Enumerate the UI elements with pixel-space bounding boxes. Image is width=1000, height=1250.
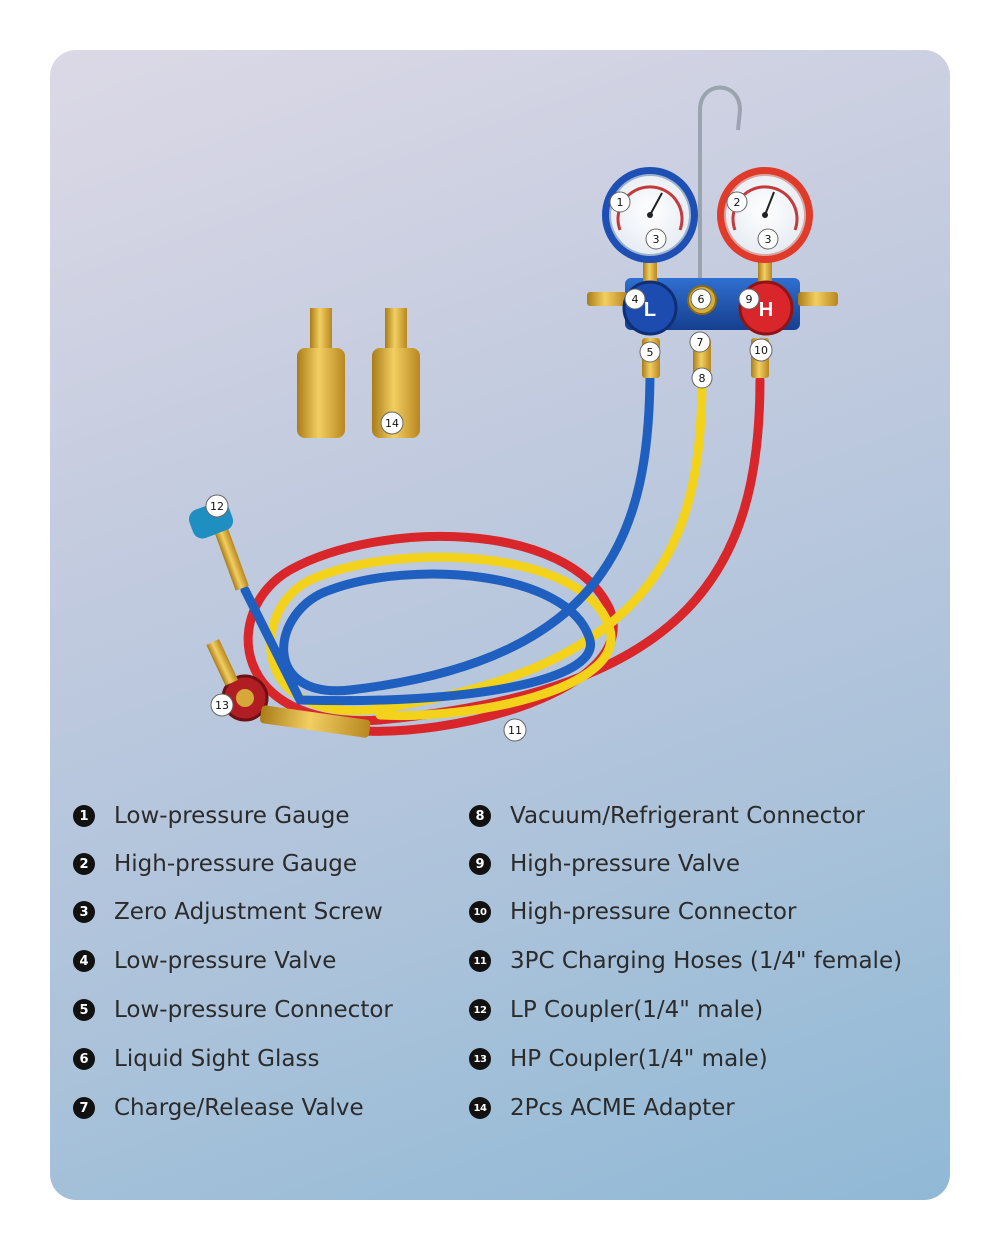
valve-low-letter: L — [644, 299, 656, 321]
high-pressure-gauge — [717, 167, 813, 263]
legend-item-4: 4 Low-pressure Valve — [73, 944, 336, 978]
svg-text:13: 13 — [215, 699, 229, 712]
legend-number: 10 — [469, 901, 491, 923]
callout-3b: 3 — [757, 228, 779, 250]
legend-item-7: 7 Charge/Release Valve — [73, 1091, 364, 1125]
callout-5: 5 — [639, 341, 661, 363]
callout-14: 14 — [380, 411, 404, 435]
svg-text:2: 2 — [734, 196, 741, 209]
callout-6: 6 — [690, 288, 712, 310]
svg-text:12: 12 — [210, 500, 224, 513]
legend-item-8: 8 Vacuum/Refrigerant Connector — [469, 799, 865, 833]
legend-label: Low-pressure Valve — [114, 948, 337, 974]
legend-item-12: 12 LP Coupler(1/4" male) — [469, 993, 763, 1027]
callout-12: 12 — [205, 494, 229, 518]
svg-text:10: 10 — [754, 344, 768, 357]
legend-item-3: 3 Zero Adjustment Screw — [73, 895, 383, 929]
hp-coupler — [206, 639, 371, 738]
legend-item-9: 9 High-pressure Valve — [469, 847, 740, 881]
legend-number: 1 — [73, 805, 95, 827]
legend-item-1: 1 Low-pressure Gauge — [73, 799, 350, 833]
callout-9: 9 — [738, 288, 760, 310]
legend-number: 12 — [469, 999, 491, 1021]
legend-label: 3PC Charging Hoses (1/4" female) — [510, 948, 903, 974]
legend-item-14: 14 2Pcs ACME Adapter — [469, 1091, 735, 1125]
legend-label: HP Coupler(1/4" male) — [510, 1046, 768, 1072]
legend-number: 13 — [469, 1048, 491, 1070]
legend-number: 11 — [469, 950, 491, 972]
legend-item-11: 11 3PC Charging Hoses (1/4" female) — [469, 944, 902, 978]
svg-text:3: 3 — [765, 233, 772, 246]
legend-item-2: 2 High-pressure Gauge — [73, 847, 357, 881]
low-pressure-gauge — [602, 167, 698, 263]
legend-item-5: 5 Low-pressure Connector — [73, 993, 393, 1027]
legend-label: LP Coupler(1/4" male) — [510, 997, 764, 1023]
legend-label: 2Pcs ACME Adapter — [510, 1095, 735, 1121]
manifold-gauge-illustration: L H 1 2 3 3 4 — [188, 85, 838, 742]
product-card: L H 1 2 3 3 4 — [50, 50, 950, 1200]
legend-number: 3 — [73, 901, 95, 923]
callout-2: 2 — [726, 191, 748, 213]
valve-high-letter: H — [759, 299, 773, 321]
legend-label: Liquid Sight Glass — [114, 1046, 320, 1072]
legend-number: 6 — [73, 1048, 95, 1070]
hook — [698, 85, 743, 280]
legend-number: 8 — [469, 805, 491, 827]
legend-item-10: 10 High-pressure Connector — [469, 895, 796, 929]
legend-label: Charge/Release Valve — [114, 1095, 364, 1121]
hose-yellow — [266, 375, 707, 721]
legend-number: 9 — [469, 853, 491, 875]
legend-label: Vacuum/Refrigerant Connector — [510, 803, 865, 829]
legend-number: 2 — [73, 853, 95, 875]
legend-label: Low-pressure Connector — [114, 997, 393, 1023]
svg-text:14: 14 — [385, 417, 399, 430]
callout-10: 10 — [749, 338, 773, 362]
callouts: 1 2 3 3 4 6 9 5 7 8 10 14 12 13 11 — [205, 191, 779, 742]
svg-text:7: 7 — [697, 336, 704, 349]
svg-text:5: 5 — [647, 346, 654, 359]
legend-number: 4 — [73, 950, 95, 972]
svg-text:11: 11 — [508, 724, 522, 737]
svg-text:6: 6 — [698, 293, 705, 306]
legend-label: Low-pressure Gauge — [114, 803, 350, 829]
svg-text:1: 1 — [617, 196, 624, 209]
callout-4: 4 — [624, 288, 646, 310]
legend-label: High-pressure Gauge — [114, 851, 358, 877]
callout-8: 8 — [691, 367, 713, 389]
callout-11: 11 — [503, 718, 527, 742]
legend-item-6: 6 Liquid Sight Glass — [73, 1042, 319, 1076]
callout-1: 1 — [609, 191, 631, 213]
charging-hoses — [240, 365, 765, 736]
callout-7: 7 — [689, 331, 711, 353]
svg-text:3: 3 — [653, 233, 660, 246]
legend-label: High-pressure Connector — [510, 899, 797, 925]
legend-number: 5 — [73, 999, 95, 1021]
legend-label: Zero Adjustment Screw — [114, 899, 383, 925]
legend-number: 14 — [469, 1097, 491, 1119]
callout-13: 13 — [210, 693, 234, 717]
svg-text:8: 8 — [699, 372, 706, 385]
hose-blue — [240, 365, 655, 706]
svg-text:9: 9 — [746, 293, 753, 306]
legend-label: High-pressure Valve — [510, 851, 741, 877]
svg-text:4: 4 — [632, 293, 639, 306]
parts-legend: 1 Low-pressure Gauge 2 High-pressure Gau… — [50, 50, 950, 1200]
legend-number: 7 — [73, 1097, 95, 1119]
legend-item-13: 13 HP Coupler(1/4" male) — [469, 1042, 768, 1076]
callout-3a: 3 — [645, 228, 667, 250]
